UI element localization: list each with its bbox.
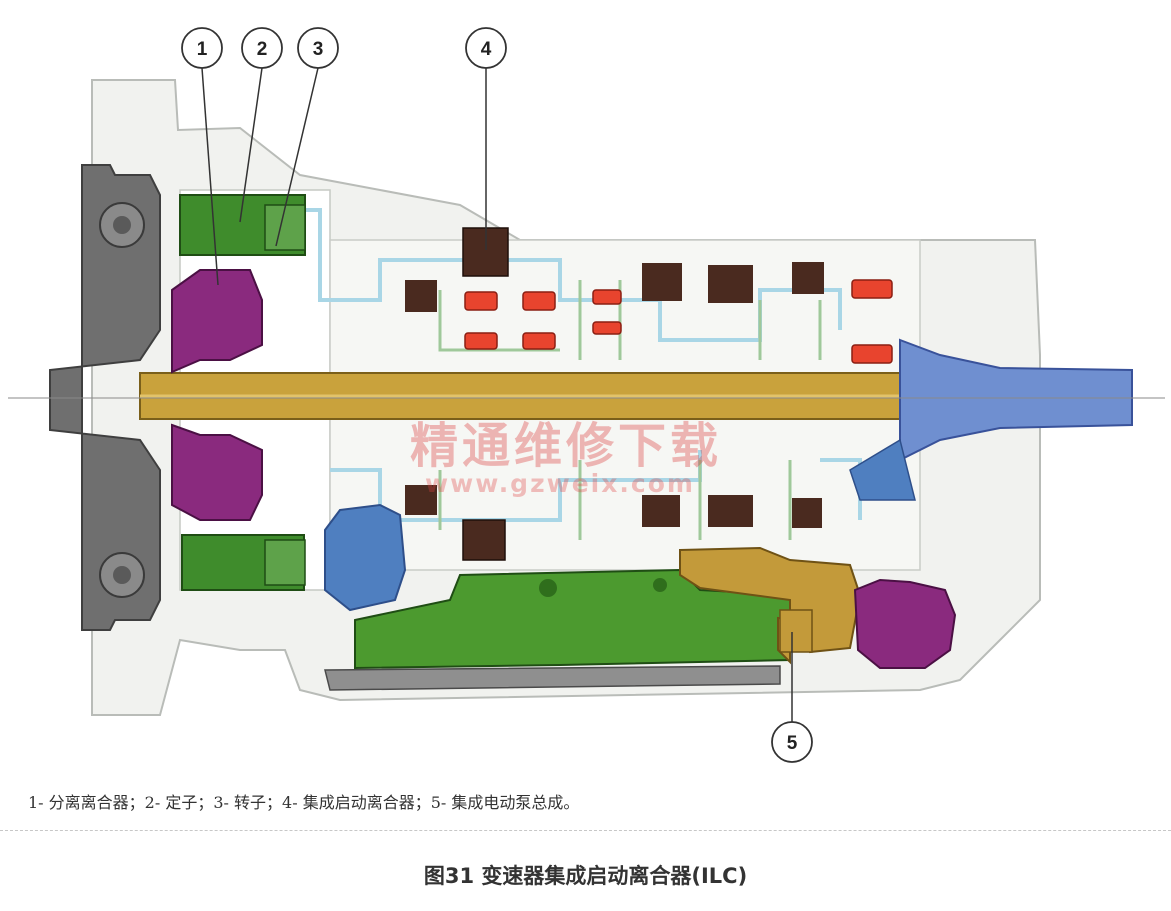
piston-2 — [522, 291, 556, 311]
watermark-text: 精通维修下载 — [410, 418, 722, 474]
valve-body-bore-2 — [653, 578, 667, 592]
callout-3: 3 — [297, 27, 339, 69]
piston-8 — [851, 344, 893, 364]
clutch-pack-b-lower — [642, 495, 680, 527]
leader-1 — [201, 67, 219, 286]
clutch-pack-c-upper — [708, 265, 753, 303]
leader-3 — [275, 67, 319, 247]
drive-flange — [49, 164, 161, 631]
watermark-url: www.gzweix.com — [425, 469, 695, 498]
output-shaft — [899, 338, 1133, 462]
blue-pump-part — [324, 503, 407, 612]
clutch-pack-a-upper — [405, 280, 437, 312]
electric-pump-housing — [779, 609, 813, 653]
separator-line — [0, 830, 1171, 831]
callout-5-label: 5 — [787, 733, 798, 754]
clutch-pack-a-lower — [405, 485, 437, 515]
clutch-pack-b-upper — [642, 263, 682, 301]
piston-5 — [592, 289, 622, 305]
clutch-pack-c-lower — [708, 495, 753, 527]
callout-4-label: 4 — [481, 39, 492, 60]
valve-body-bore-1 — [539, 579, 557, 597]
callout-1-label: 1 — [197, 39, 208, 60]
piston-3 — [464, 332, 498, 350]
piston-6 — [592, 321, 622, 335]
transmission-diagram: 精通维修下载 www.gzweix.com 1 2 3 4 5 — [8, 27, 1165, 763]
callout-2-label: 2 — [257, 39, 268, 60]
rotor-lower — [264, 539, 306, 586]
oil-pan — [324, 665, 781, 691]
output-carrier — [849, 438, 916, 501]
figure-caption: 图31 变速器集成启动离合器(ILC) — [423, 864, 748, 888]
rotor-upper — [264, 204, 306, 251]
clutch-pack-d-lower — [792, 498, 822, 528]
callout-1: 1 — [181, 27, 223, 69]
callout-3-label: 3 — [313, 39, 324, 60]
legend-text: 1- 分离离合器；2- 定子；3- 转子；4- 集成启动离合器；5- 集成电动泵… — [28, 793, 580, 812]
piston-7 — [851, 279, 893, 299]
starting-clutch-pack-lower — [462, 519, 506, 561]
callout-5: 5 — [771, 721, 813, 763]
callout-2: 2 — [241, 27, 283, 69]
disconnect-clutch-lower — [171, 423, 263, 521]
piston-4 — [522, 332, 556, 350]
electric-pump-motor — [853, 578, 957, 669]
damper-spring-top-inner — [113, 216, 131, 234]
piston-1 — [464, 291, 498, 311]
damper-spring-bottom-inner — [113, 566, 131, 584]
callout-4: 4 — [465, 27, 507, 69]
clutch-pack-d-upper — [792, 262, 824, 294]
clutch-linework — [438, 280, 822, 540]
leader-2 — [239, 67, 263, 223]
